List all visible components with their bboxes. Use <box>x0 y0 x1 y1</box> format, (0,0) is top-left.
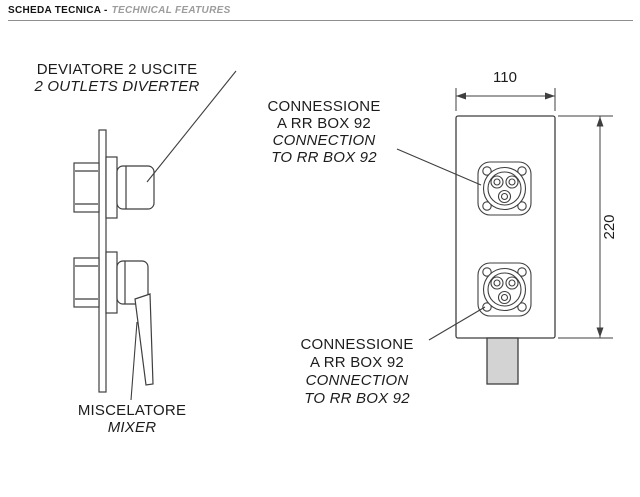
mixer-lever <box>134 293 154 386</box>
label-connection-top-en-1: CONNECTION <box>272 132 376 149</box>
front-view-drawing <box>455 115 556 385</box>
leader-diverter <box>146 70 237 183</box>
label-connection-bottom-en-2: TO RR BOX 92 <box>304 390 410 407</box>
leader-lines <box>130 70 486 401</box>
label-connection-top-en-2: TO RR BOX 92 <box>271 149 377 166</box>
dimension-height: 220 <box>558 115 618 339</box>
label-connection-bottom-it-1: CONNESSIONE <box>300 336 414 353</box>
label-mixer-italian: MISCELATORE <box>77 402 187 419</box>
label-diverter: DEVIATORE 2 USCITE 2 OUTLETS DIVERTER <box>26 61 208 95</box>
label-mixer-english: MIXER <box>107 419 157 436</box>
leader-mixer <box>130 321 138 401</box>
header-title-english: TECHNICAL FEATURES <box>111 5 231 16</box>
outlet-pipe <box>486 337 519 385</box>
dimension-width-value: 110 <box>493 69 517 86</box>
leader-connection-top <box>396 148 482 186</box>
label-connection-top-it-1: CONNESSIONE <box>267 98 381 115</box>
label-connection-bottom-en-1: CONNECTION <box>305 372 409 389</box>
wall-plate <box>98 129 107 393</box>
label-connection-bottom: CONNESSIONE A RR BOX 92 CONNECTION TO RR… <box>283 336 431 408</box>
mixer-assembly <box>73 251 154 386</box>
dimension-height-value: 220 <box>601 214 618 239</box>
label-connection-top-it-2: A RR BOX 92 <box>277 115 371 132</box>
label-diverter-italian: DEVIATORE 2 USCITE <box>36 61 198 78</box>
diverter-knob <box>116 165 155 210</box>
header-divider <box>8 20 633 21</box>
dimension-width: 110 <box>455 69 556 111</box>
leader-connection-bottom <box>428 306 486 341</box>
label-mixer: MISCELATORE MIXER <box>64 402 200 436</box>
label-connection-bottom-it-2: A RR BOX 92 <box>310 354 404 371</box>
label-connection-top: CONNESSIONE A RR BOX 92 CONNECTION TO RR… <box>251 98 397 166</box>
header-title-italian: SCHEDA TECNICA - <box>8 5 108 16</box>
top-connection-flange <box>477 161 532 216</box>
diverter-assembly <box>73 156 155 219</box>
side-view-drawing <box>73 129 155 393</box>
bottom-connection-flange <box>477 262 532 317</box>
label-diverter-english: 2 OUTLETS DIVERTER <box>34 78 200 95</box>
page-header: SCHEDA TECNICA -TECHNICAL FEATURES <box>8 5 231 16</box>
